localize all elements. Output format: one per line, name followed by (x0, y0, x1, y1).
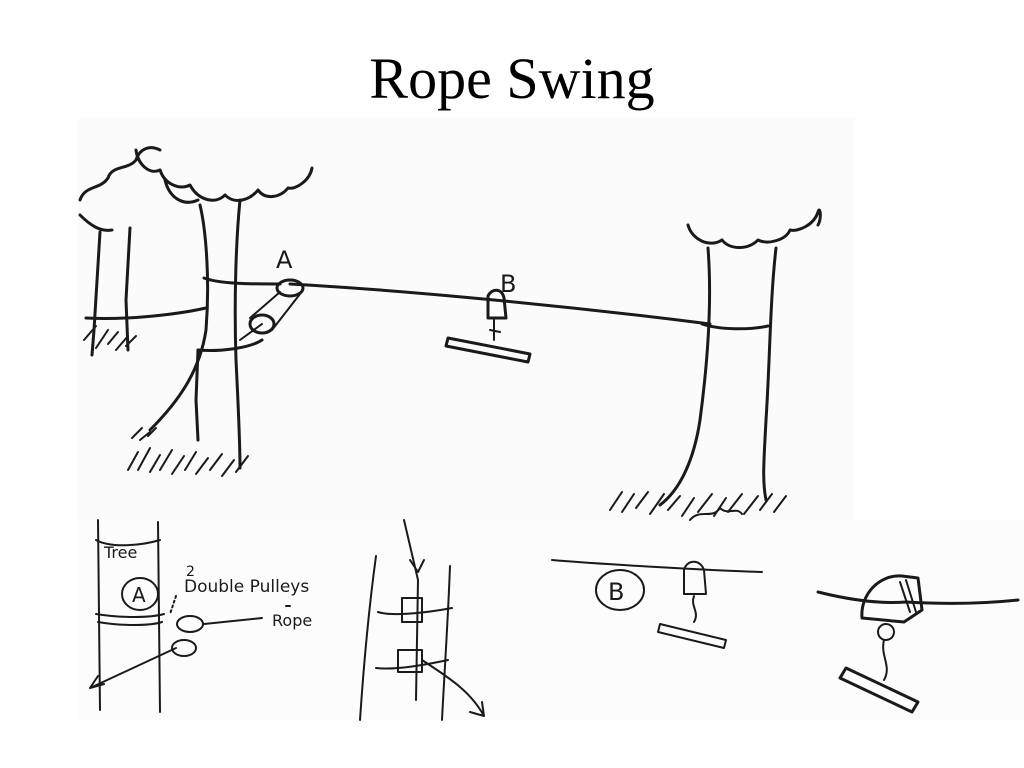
trolley-b (444, 288, 532, 364)
detail-b-pulley (683, 560, 707, 595)
pulley-a-lower (248, 313, 276, 335)
detail-b: B (551, 559, 763, 649)
stack-pulley-upper (401, 597, 423, 623)
closeup-seat (838, 666, 920, 714)
label-b: B (500, 270, 516, 298)
tree-straps (84, 276, 770, 352)
detail-trolley-closeup (816, 574, 1020, 714)
closeup-pulley (860, 574, 924, 624)
trolley-b-pulley (486, 288, 508, 320)
detail-rope-label: Rope (272, 611, 312, 630)
left-back-tree (78, 146, 162, 357)
detail-tree-label: Tree (103, 543, 137, 562)
pulley-a-group (239, 278, 305, 341)
detail-a-circle (121, 577, 159, 611)
detail-pulley-lower (171, 639, 197, 657)
pulley-a-upper (275, 278, 305, 298)
label-a: A (276, 246, 293, 274)
detail-count-label: 2 (186, 564, 195, 580)
tree-right (609, 208, 822, 521)
sketch-paper-top (78, 118, 854, 520)
tree-a (83, 148, 314, 477)
slide-title: Rope Swing (369, 46, 655, 111)
detail-pulley-stack (359, 519, 485, 721)
detail-a-label: A (132, 583, 146, 607)
detail-b-circle (595, 569, 645, 611)
main-rope (288, 282, 712, 326)
detail-a: Tree A 2 Double Pulleys Rope (89, 519, 312, 713)
closeup-hook (877, 623, 895, 641)
detail-pulleys-label: Double Pulleys (184, 577, 309, 597)
detail-b-seat (657, 623, 727, 649)
swing-seat (444, 336, 532, 364)
detail-b-label: B (608, 578, 624, 606)
